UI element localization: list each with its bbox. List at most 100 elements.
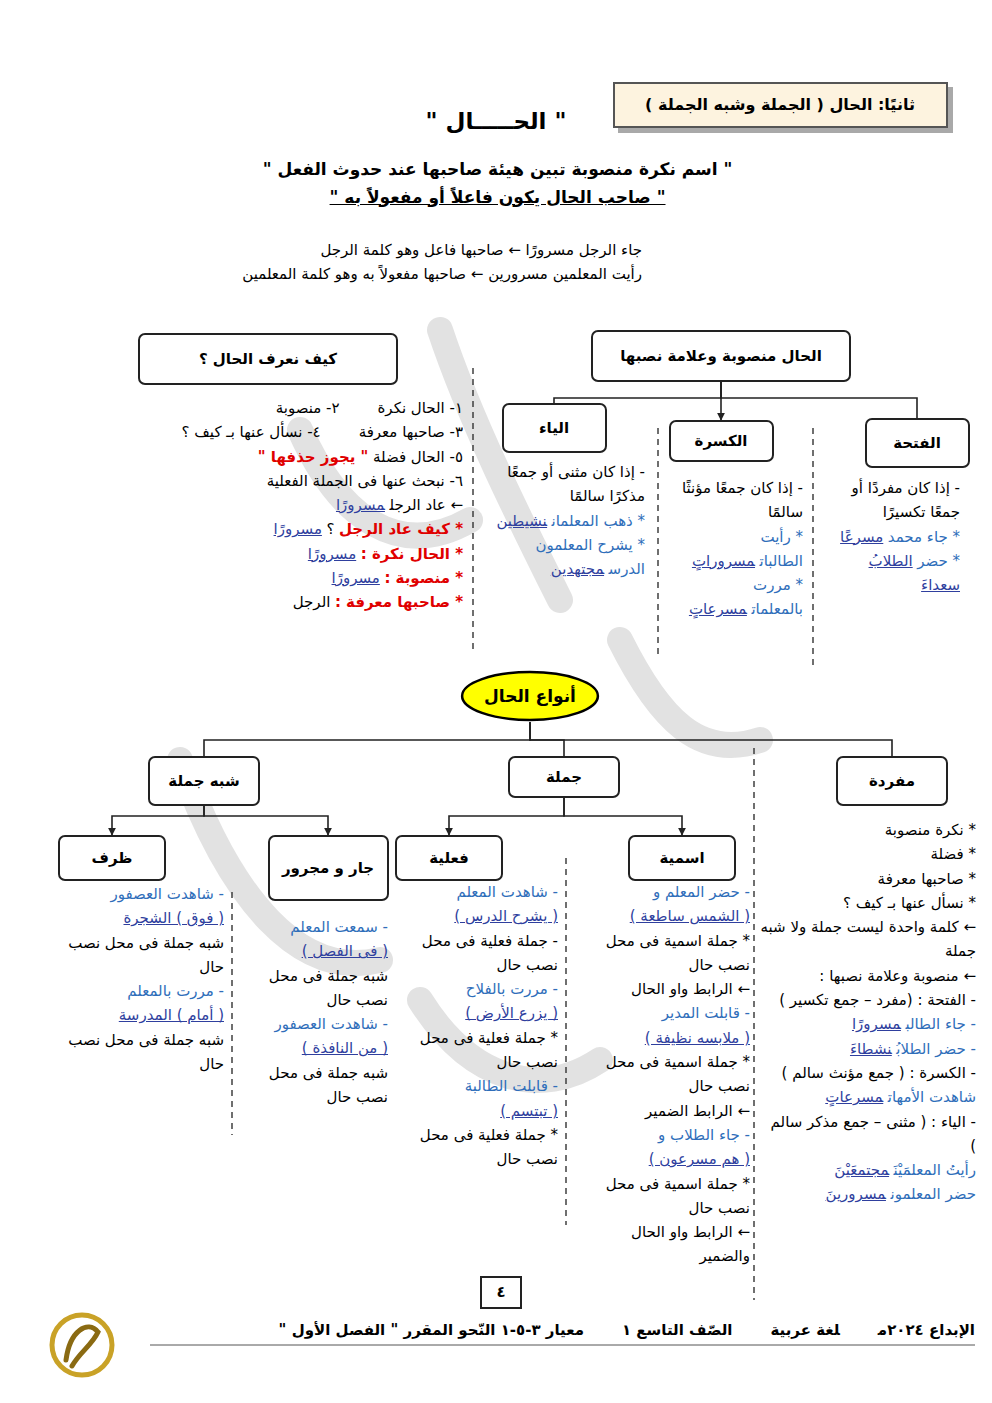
node-text: أنواع الحال (478, 683, 582, 710)
note-text: لغة عربية (771, 1321, 840, 1339)
note-text: ٢- منصوبة (276, 399, 340, 417)
note-text: مسرورينَ (826, 1185, 886, 1203)
text-column: * نكرة منصوبة* فضلة* صاحبها معرفة* نسأل … (760, 818, 976, 1207)
note-text: مجتهدين (551, 560, 604, 578)
note-text: ٥- الحال فضلة (373, 448, 463, 466)
box-node: الكسرة (669, 420, 774, 462)
note-text: - إذا كان مفردًا أو جمعًا تكسيرًا (852, 479, 960, 521)
node-text: ثانيًا: الحال ( الجملة وشبه الجملة ) (639, 92, 921, 118)
note-text: ٤- نسأل عنها بـ كيف ؟ (182, 423, 321, 441)
node-text: جملة (540, 765, 588, 789)
note-text: ← كلمة واحدة ليست جملة ولا شبه جملة (760, 918, 976, 960)
note-text: - جاء الطالب (905, 1015, 976, 1033)
separators (232, 368, 813, 1300)
oval-node: أنواع الحال (460, 670, 600, 722)
note-text: - حضر المعلم و (653, 883, 750, 901)
note-text: مسرورًا (852, 1015, 901, 1033)
note-text: الرجل (293, 593, 331, 611)
box-node: مفردة (836, 756, 948, 806)
note-text: " يجوز حذفها " (258, 448, 369, 466)
note-text: - جملة فعلية فى محل نصب حال (422, 932, 558, 974)
note-text: مسرعًا (840, 528, 883, 546)
node-text: مفردة (863, 769, 921, 793)
note-text: مجتمعَيْنَ (834, 1161, 889, 1179)
box-node: كيف نعرف الحال ؟ (138, 333, 398, 385)
note-text: * مررت بالمعلمات (751, 576, 803, 618)
text-column: - سمعت المعلم( فى الفصل )شبه جملة فى محل… (238, 915, 388, 1109)
dashed-separator (812, 428, 813, 665)
dashed-separator (657, 428, 658, 655)
text-column: الإبداع ٢٠٢٤ملغة عربيةالصّف التاسع ١معيا… (150, 1318, 975, 1342)
note-text: ( فوق ) الشجرة (123, 909, 224, 927)
text-column: - شاهدت العصفور ( فوق ) الشجرة شبه جملة فى… (52, 882, 224, 1076)
note-text: * كيف عاد الرجل (339, 520, 463, 538)
logo-stroke (66, 1327, 98, 1366)
note-text: الصّف التاسع ١ (622, 1321, 733, 1339)
note-text: مسروراتٍ (692, 552, 755, 570)
note-text: رأيت المعلمين مسرورين ← صاحبها مفعولاً ب… (242, 265, 642, 283)
connector (204, 806, 328, 835)
note-text: حضر المعلمون (890, 1185, 976, 1203)
node-text: الحال منصوبة وعلامة نصبها (614, 344, 828, 368)
node-text: فعلية (423, 846, 475, 870)
text-column: - حضر المعلم و( الشمس ساطعة )* جملة اسمي… (576, 880, 750, 1269)
note-text: مسرورًا (332, 569, 380, 587)
note-text: * صاحبها معرفة (878, 870, 976, 888)
box-node: اسمية (628, 835, 736, 881)
note-text: معيار ٣-٥-١ النّحو المقرر " الفصل الأول … (279, 1321, 584, 1339)
logo-ring (52, 1315, 112, 1375)
node-text: كيف نعرف الحال ؟ (193, 347, 343, 371)
logo (52, 1315, 112, 1375)
note-text: * نسأل عنها بـ كيف ؟ (843, 894, 976, 912)
note-text: ← الرابط واو الحال (631, 980, 750, 998)
text-column: جاء الرجل مسرورًا ← صاحبها فاعل وهو كلمة… (130, 238, 642, 287)
node-text: الفتحة (887, 431, 947, 455)
note-text: نشطاءَ (850, 1040, 892, 1058)
note-text: ( ملابسه نظيفة ) (645, 1029, 750, 1047)
note-text: ← الرابط واو الحال والضمير (631, 1223, 750, 1265)
note-text: ← عاد الرجل (389, 496, 463, 514)
box-node: ظرف (58, 835, 166, 881)
note-text: - جاء الطلاب و (658, 1126, 750, 1144)
connector (530, 722, 564, 756)
note-text: - حضر الطلابُ (896, 1040, 976, 1058)
note-text: ١- الحال نكرة (378, 399, 464, 417)
note-text: مسرورًا (274, 520, 322, 538)
note-text: ٦- نبحث عنها فى الجملة الفعلية (267, 472, 463, 490)
note-text: " اسم نكرة منصوبة تبين هيئة صاحبها عند ح… (263, 159, 733, 179)
note-text: - مررت بالفلاح (466, 980, 558, 998)
note-text: ( يشرح الدرس ) (454, 907, 558, 925)
note-text: شبه جملة فى محل نصب حال (68, 934, 224, 976)
dashed-separator (565, 858, 566, 1225)
connector (721, 382, 917, 418)
watermark-stroke (620, 640, 760, 745)
connector (449, 798, 564, 835)
note-text: * منصوبة : (384, 569, 463, 587)
note-text: * فضلة (931, 845, 976, 863)
note-text: مسرعاتٍ (689, 600, 747, 618)
note-text: جاء الرجل مسرورًا ← صاحبها فاعل وهو كلمة… (320, 241, 642, 259)
note-text: " صاحب الحال يكون فاعلاً أو مفعولاً به " (330, 187, 666, 207)
text-column: ١- الحال نكرة٢- منصوبة٣- صاحبها معرفة٤- … (115, 396, 463, 615)
note-text: مسرورًا (308, 545, 356, 563)
text-column: - إذا كان مثنى أو جمعًا مذكرًا سالمًا* ذ… (480, 460, 645, 581)
node-text: اسمية (653, 846, 710, 870)
box-node: الفتحة (865, 418, 970, 468)
note-text: ؟ (326, 520, 334, 538)
note-text: مسرورًا (336, 496, 385, 514)
box-node: الحال منصوبة وعلامة نصبها (591, 330, 851, 382)
note-text: ( يزرع الأرض ) (465, 1004, 558, 1022)
note-text: * رأيت الطالبات (760, 528, 803, 570)
note-text: - شاهدت العصفور (110, 885, 224, 903)
note-text: * حضر (917, 552, 960, 570)
note-text: * ذهب المعلمان (552, 512, 645, 530)
oval-shape (462, 672, 598, 720)
watermark-stroke (420, 1000, 600, 1080)
note-text: - قابلت المدير (662, 1004, 750, 1022)
note-text: - سمعت المعلم (290, 918, 388, 936)
box-node: ٤ (480, 1276, 522, 1309)
note-text: - شاهدت العصفور (274, 1015, 388, 1033)
note-text: * جملة فعلية فى محل نصب حال (420, 1126, 558, 1168)
box-node: جملة (508, 756, 620, 798)
